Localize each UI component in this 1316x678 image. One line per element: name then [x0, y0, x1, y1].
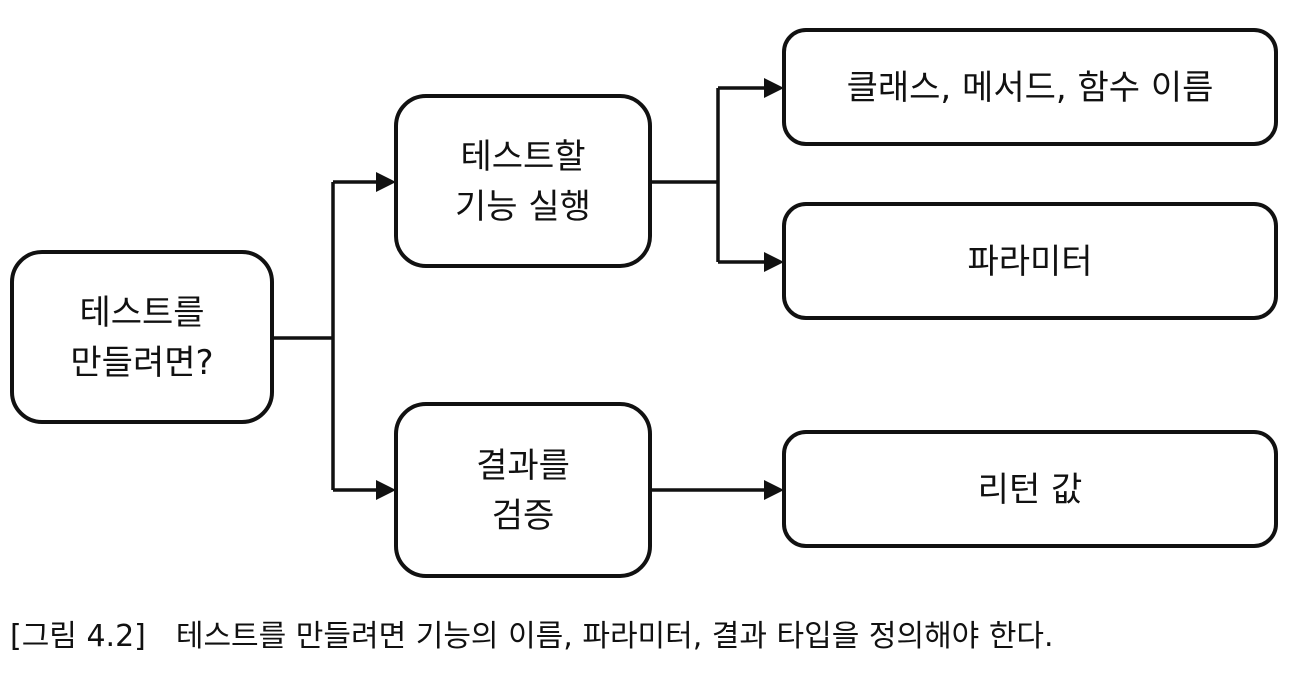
node-names-box [782, 28, 1278, 146]
arrowhead-returns [764, 480, 784, 500]
node-make-tests-line2: 만들려면? [70, 343, 213, 383]
figure-caption-text: 테스트를 만들려면 기능의 이름, 파라미터, 결과 타입을 정의해야 한다. [175, 619, 1054, 654]
node-names-label: 클래스, 메서드, 함수 이름 [847, 68, 1214, 108]
node-make-tests-line1: 테스트를 [79, 293, 204, 333]
node-return-value-label: 리턴 값 [978, 470, 1083, 510]
node-verify-result-box [394, 402, 652, 578]
node-verify-result: 결과를 검증 [394, 402, 652, 578]
node-run-function-line2: 기능 실행 [455, 187, 591, 227]
node-make-tests: 테스트를 만들려면? [10, 250, 274, 424]
arrowhead-params [764, 252, 784, 272]
node-verify-result-line1: 결과를 [476, 446, 570, 486]
node-parameters-label: 파라미터 [967, 242, 1092, 282]
arrowhead-verify [376, 480, 396, 500]
connectors [272, 78, 784, 500]
node-return-value: 리턴 값 [782, 430, 1278, 548]
flow-diagram: 테스트를 만들려면? 테스트할 기능 실행 결과를 검증 클래스, 메서드, 함… [10, 28, 1278, 578]
figure-caption: [그림 4.2] 테스트를 만들려면 기능의 이름, 파라미터, 결과 타입을 정… [10, 612, 1306, 662]
connector-run-trunk [650, 88, 720, 262]
node-parameters: 파라미터 [782, 202, 1278, 320]
node-run-function: 테스트할 기능 실행 [394, 94, 652, 268]
node-run-function-box [394, 94, 652, 268]
arrowhead-run [376, 172, 396, 192]
node-return-value-box [782, 430, 1278, 548]
node-make-tests-box [10, 250, 274, 424]
figure-number: [그림 4.2] [10, 619, 146, 654]
connector-root-trunk [272, 182, 335, 490]
node-run-function-line1: 테스트할 [460, 137, 585, 177]
node-names: 클래스, 메서드, 함수 이름 [782, 28, 1278, 146]
node-parameters-box [782, 202, 1278, 320]
node-verify-result-line2: 검증 [492, 496, 555, 536]
arrowhead-names [764, 78, 784, 98]
